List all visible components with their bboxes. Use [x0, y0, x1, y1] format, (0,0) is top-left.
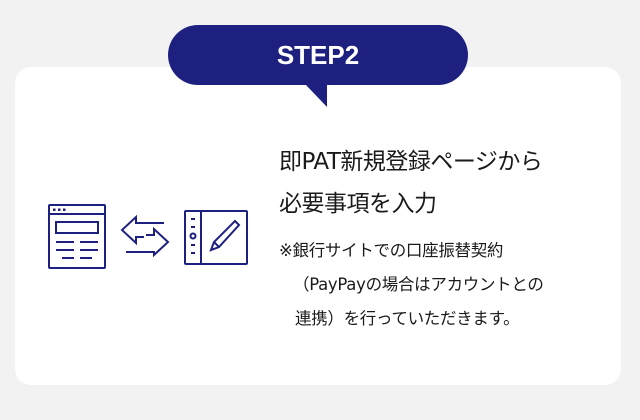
step-badge: STEP2: [168, 25, 468, 85]
step-title: 即PAT新規登録ページから 必要事項を入力: [279, 141, 543, 225]
note-line-1: ※銀行サイトでの口座振替契約: [279, 241, 504, 260]
step-card: [15, 67, 621, 385]
note-line-2: （PayPayの場合はアカウントとの: [293, 275, 544, 294]
note-line-3: 連携）を行っていただきます。: [295, 309, 520, 328]
step-label: STEP2: [276, 39, 360, 70]
title-line-1: 即PAT新規登録ページから: [279, 149, 543, 175]
exchange-arrows-icon: [120, 215, 170, 257]
title-line-2: 必要事項を入力: [279, 191, 437, 217]
step-note: ※銀行サイトでの口座振替契約 （PayPayの場合はアカウントとの 連携）を行っ…: [279, 234, 544, 336]
tablet-pen-icon: [184, 210, 248, 265]
browser-window-icon: [48, 204, 106, 269]
badge-tail: [305, 84, 327, 107]
